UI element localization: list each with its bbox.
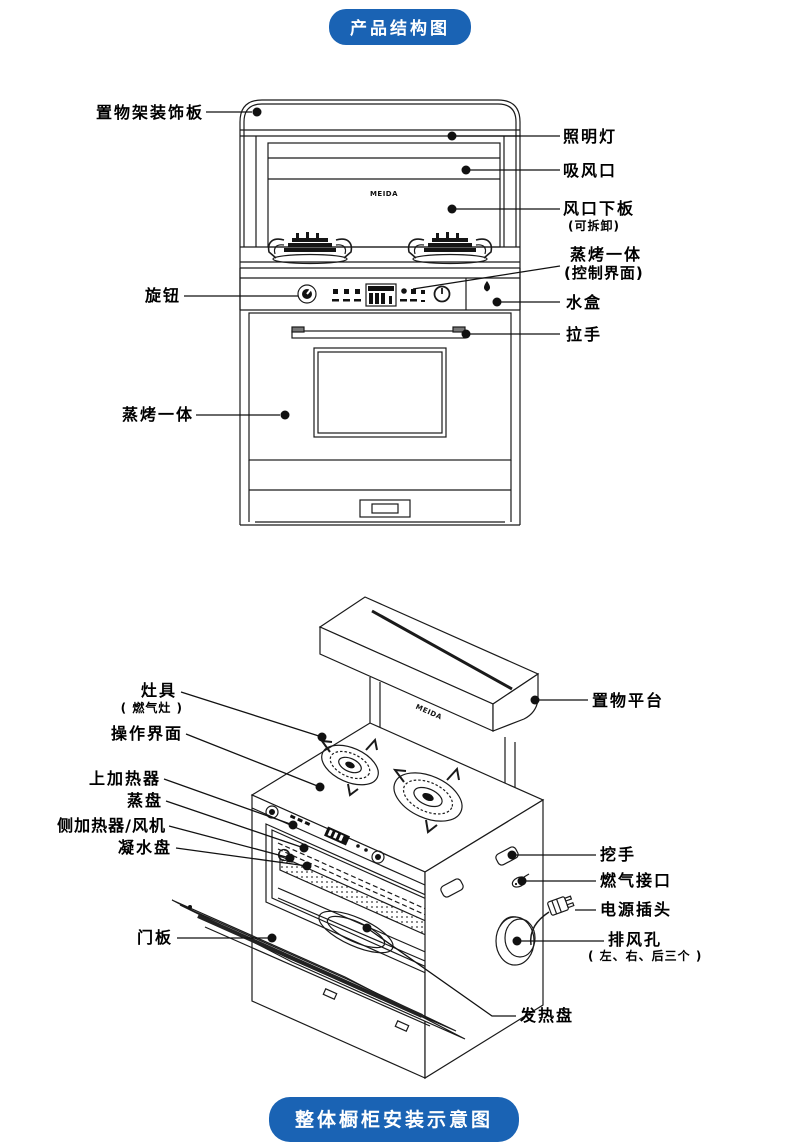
top-banner: 产品结构图 [329, 9, 471, 45]
shelf-platform: MEIDA [318, 596, 540, 732]
label-vent-lower-panel: 风口下板 [563, 199, 636, 218]
label-knob: 旋钮 [144, 286, 181, 305]
label-cooktop-burner-note: ( 燃气灶 ) [120, 701, 183, 715]
label-shelf-top: 置物平台 [592, 691, 665, 710]
label-power-plug: 电源插头 [600, 900, 673, 919]
label-heating-plate: 发热盘 [520, 1006, 575, 1025]
button-cluster-left [332, 289, 361, 302]
label-control-interface: 蒸烤一体 [570, 245, 643, 264]
label-control-interface-note: (控制界面) [564, 264, 644, 282]
display-icon [365, 283, 397, 307]
handle-bar [291, 326, 466, 339]
water-drop-icon [483, 281, 491, 292]
label-cooktop-burner: 灶具 [140, 681, 177, 700]
label-door-panel: 门板 [136, 928, 173, 947]
front-view-leader-lines [184, 107, 561, 420]
left-burner-icon [267, 232, 353, 265]
label-steam-bake-unit: 蒸烤一体 [121, 405, 194, 424]
label-exhaust-holes: 排风孔 [608, 930, 663, 949]
label-recessed-handle: 挖手 [600, 845, 637, 864]
power-button-icon [433, 285, 451, 303]
knob-icon [297, 284, 317, 304]
label-exhaust-holes-note: ( 左、右、后三个 ) [588, 949, 703, 963]
label-vent-lower-panel-note: (可拆卸) [568, 219, 620, 233]
bottom-banner: 整体橱柜安装示意图 [268, 1097, 520, 1142]
oven-door-open [171, 899, 466, 1040]
iso-right-burner-icon [392, 766, 463, 834]
label-light: 照明灯 [563, 127, 618, 146]
label-suction-vent: 吸风口 [563, 161, 618, 180]
label-handle: 拉手 [566, 325, 603, 344]
label-steam-tray: 蒸盘 [126, 791, 163, 810]
iso-view-drawing: MEIDA [171, 596, 575, 1080]
side-handle-cutouts [440, 846, 519, 898]
label-side-heater-fan: 侧加热器/风机 [57, 816, 166, 835]
label-water-tank: 水盒 [566, 293, 603, 312]
label-gas-connector: 燃气接口 [600, 871, 673, 890]
label-shelf-trim-panel: 置物架装饰板 [95, 103, 204, 122]
iso-view-leader-lines [163, 691, 604, 1017]
button-cluster-right [400, 288, 425, 302]
brand-logo-front: MEIDA [370, 190, 398, 198]
label-upper-heater: 上加热器 [88, 769, 161, 788]
label-condensate-tray: 凝水盘 [117, 838, 172, 857]
label-operation-panel: 操作界面 [110, 724, 183, 743]
right-burner-icon [407, 232, 493, 265]
front-view-drawing: MEIDA [239, 99, 521, 526]
